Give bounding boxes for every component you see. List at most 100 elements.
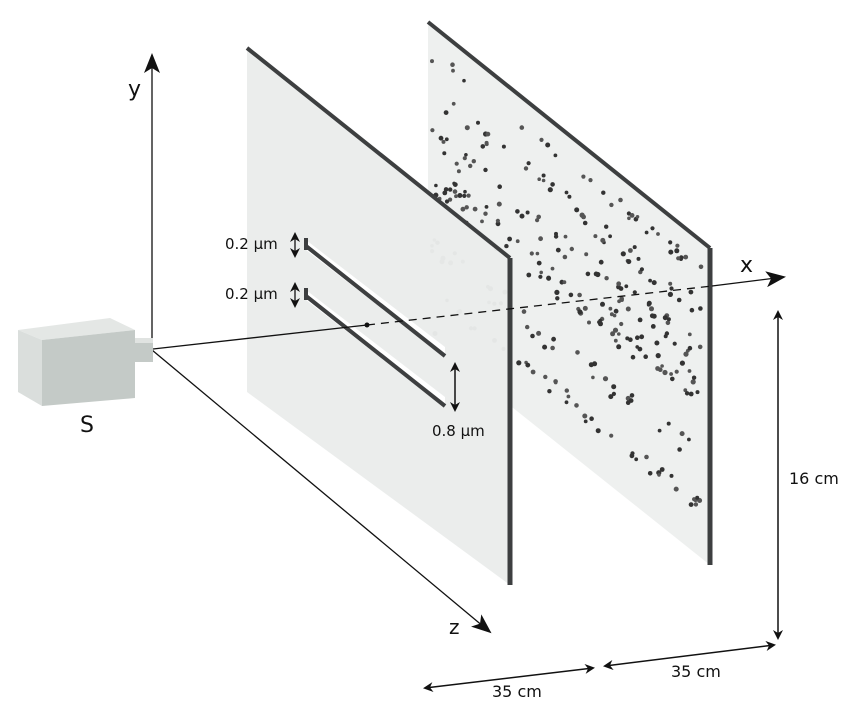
- interference-dot: [632, 290, 637, 295]
- interference-dot: [608, 306, 613, 311]
- interference-dot: [454, 161, 459, 166]
- z-axis-label: z: [449, 615, 460, 639]
- interference-dot: [519, 125, 525, 130]
- interference-dot: [618, 286, 624, 291]
- interference-dot: [525, 324, 530, 330]
- interference-dot: [698, 264, 704, 270]
- interference-dot: [600, 301, 605, 307]
- slit-barrier: [247, 48, 510, 585]
- interference-dot: [657, 428, 662, 433]
- interference-dot: [543, 374, 548, 380]
- interference-dot: [616, 344, 622, 350]
- interference-dot: [609, 433, 614, 438]
- interference-dot: [452, 189, 458, 194]
- interference-dot: [541, 178, 546, 183]
- interference-dot: [536, 330, 542, 336]
- interference-dot: [657, 473, 661, 477]
- interference-dot: [448, 187, 453, 192]
- interference-dot: [551, 336, 556, 342]
- interference-dot: [602, 376, 609, 382]
- interference-dot: [675, 243, 680, 248]
- x-axis-dashed: [366, 285, 713, 326]
- interference-dot: [635, 335, 640, 341]
- interference-dot: [568, 292, 574, 298]
- interference-dot: [442, 190, 448, 196]
- interference-dot: [462, 78, 466, 83]
- interference-dot: [564, 190, 569, 195]
- interference-dot: [619, 298, 624, 302]
- interference-dot: [666, 317, 671, 322]
- interference-dot: [620, 251, 626, 257]
- interference-dot: [629, 393, 635, 398]
- interference-dot: [526, 161, 531, 166]
- interference-dot: [609, 202, 614, 208]
- interference-dot: [687, 332, 692, 337]
- interference-dot: [555, 296, 560, 301]
- interference-dot: [457, 193, 463, 198]
- interference-dot: [604, 224, 609, 229]
- interference-dot: [689, 307, 695, 313]
- interference-dot: [460, 206, 466, 212]
- interference-dot: [495, 218, 500, 223]
- interference-dot: [668, 249, 674, 255]
- interference-dot: [639, 334, 645, 340]
- interference-dot: [526, 272, 532, 278]
- interference-dot: [613, 308, 619, 314]
- interference-dot: [662, 369, 668, 376]
- interference-dots: [430, 59, 704, 507]
- interference-dot: [697, 344, 703, 350]
- detection-screen: [428, 22, 710, 565]
- interference-dot: [529, 251, 534, 256]
- interference-dot: [617, 332, 621, 336]
- interference-dot: [693, 502, 699, 507]
- interference-dot: [644, 230, 649, 235]
- interference-dot: [669, 473, 674, 478]
- interference-dot: [611, 391, 617, 396]
- interference-dot: [451, 68, 455, 73]
- interference-dot: [553, 234, 559, 239]
- interference-dot: [690, 379, 696, 385]
- interference-dot: [451, 101, 456, 106]
- interference-dot: [495, 221, 501, 227]
- interference-dot: [677, 447, 682, 452]
- interference-dot: [564, 400, 569, 405]
- interference-dot: [464, 153, 468, 157]
- interference-dot: [483, 167, 488, 173]
- interference-dot: [443, 187, 449, 192]
- interference-dot: [688, 391, 694, 397]
- interference-dot: [625, 306, 631, 312]
- interference-dot: [698, 306, 703, 311]
- interference-dot: [567, 194, 572, 199]
- interference-dot: [507, 236, 512, 242]
- interference-dot: [471, 159, 476, 164]
- interference-dot: [612, 313, 617, 318]
- interference-dot: [651, 280, 657, 286]
- interference-dot: [583, 419, 588, 424]
- interference-dot: [587, 320, 591, 325]
- interference-dot: [464, 205, 469, 210]
- interference-dot: [639, 267, 645, 272]
- interference-dot: [535, 251, 540, 256]
- source-label: S: [80, 413, 94, 438]
- interference-dot: [649, 306, 654, 312]
- beam-line: [152, 324, 368, 350]
- interference-dot: [659, 467, 665, 472]
- interference-dot: [687, 369, 692, 373]
- interference-dot: [626, 259, 632, 265]
- interference-dot: [554, 289, 560, 295]
- interference-dot: [683, 351, 689, 357]
- slit-bottom: [304, 288, 447, 408]
- interference-dot: [577, 309, 583, 315]
- interference-dot: [582, 413, 588, 419]
- interference-dot: [650, 226, 655, 231]
- interference-dot: [630, 354, 636, 360]
- interference-dot: [598, 318, 602, 323]
- interference-dot: [625, 400, 631, 406]
- interference-dot: [688, 502, 694, 507]
- interference-dot: [515, 239, 520, 244]
- interference-dot: [536, 214, 541, 220]
- interference-dot: [450, 62, 455, 67]
- interference-dot: [562, 280, 567, 285]
